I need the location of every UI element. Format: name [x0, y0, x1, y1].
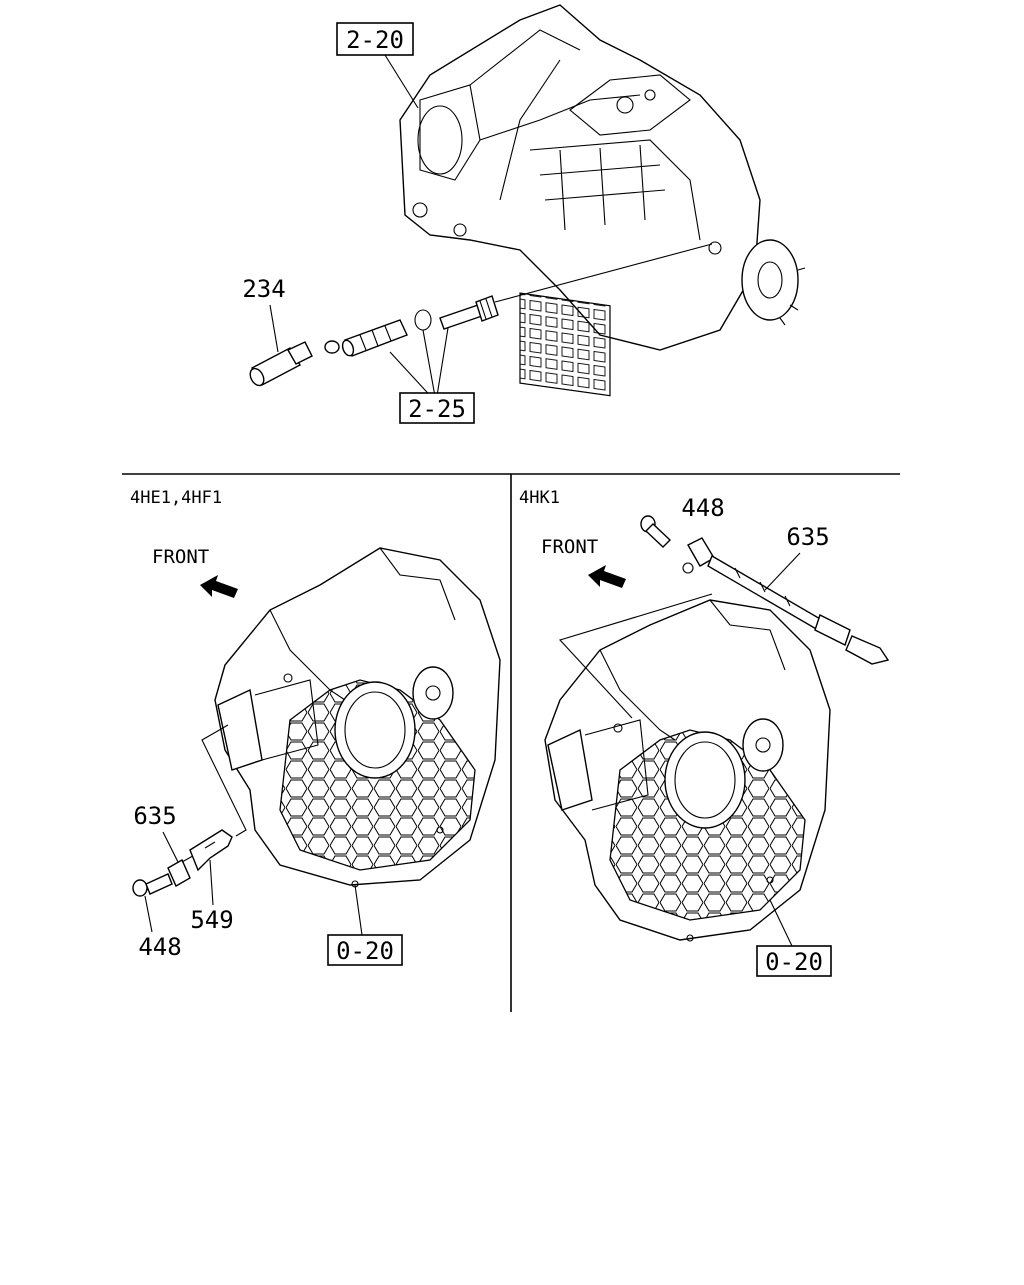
driven-gear-shaft — [439, 295, 499, 330]
left-front-label: FRONT — [152, 546, 209, 568]
driven-gear-sleeve — [341, 319, 408, 357]
ref-box-2-20: 2-20 — [336, 22, 419, 109]
transmission-assembly — [399, 4, 806, 397]
nut — [324, 340, 340, 354]
right-front-label: FRONT — [541, 536, 598, 558]
left-ref-box-0-20 — [327, 934, 403, 966]
right-448-label: 448 — [681, 494, 724, 522]
speedometer-sensor-parts — [249, 295, 499, 403]
right-0-20-label: 0-20 — [765, 948, 823, 976]
right-635-label: 635 — [786, 523, 829, 551]
left-flywheel-housing — [214, 547, 501, 888]
left-448-label: 448 — [138, 933, 181, 961]
left-549-label: 549 — [190, 906, 233, 934]
left-bolt-448 — [132, 873, 173, 897]
right-flywheel-housing — [544, 599, 831, 942]
part-234-label: 234 — [242, 275, 285, 303]
right-ref-box-0-20 — [756, 945, 832, 977]
right-bolt-448 — [640, 515, 672, 548]
left-panel: 4HE1,4HF1 FRONT — [130, 488, 501, 966]
ref-2-25-label: 2-25 — [408, 395, 466, 423]
o-ring — [414, 309, 432, 331]
right-sensor-635 — [682, 537, 890, 665]
front-arrow-icon — [588, 565, 626, 588]
ref-box-2-25: 2-25 — [399, 392, 475, 424]
left-635-label: 635 — [133, 802, 176, 830]
left-section-title: 4HE1,4HF1 — [130, 488, 222, 508]
right-section-title: 4HK1 — [519, 488, 560, 508]
right-panel: 4HK1 FRONT — [519, 488, 890, 977]
left-bracket-549 — [189, 829, 233, 872]
front-arrow-icon — [200, 575, 238, 598]
sender-unit-234 — [249, 341, 313, 387]
ref-2-20-label: 2-20 — [346, 26, 404, 54]
left-0-20-label: 0-20 — [336, 937, 394, 965]
